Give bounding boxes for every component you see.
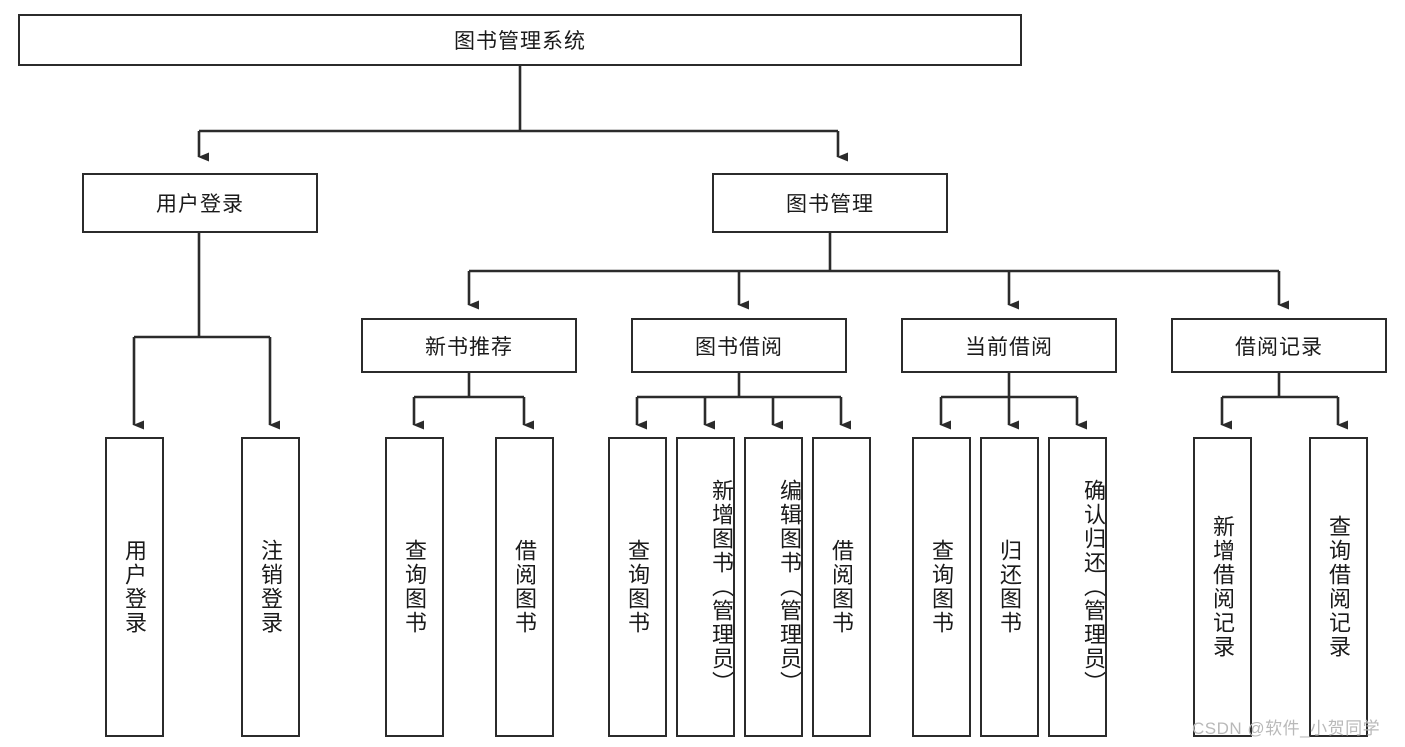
node-leaf-borrow-book-1[interactable]: 借阅图书 — [495, 437, 554, 737]
node-label: 借阅图书 — [829, 539, 855, 635]
node-label: 确认归还（管理员） — [1081, 479, 1106, 695]
node-label: 借阅图书 — [512, 539, 538, 635]
node-label: 注销登录 — [258, 539, 284, 635]
node-borrow-record[interactable]: 借阅记录 — [1171, 318, 1387, 373]
node-label: 查询图书 — [402, 539, 428, 635]
node-leaf-query-book-3[interactable]: 查询图书 — [912, 437, 971, 737]
node-label: 用户登录 — [156, 193, 244, 216]
csdn-watermark: CSDN @软件_小贺同学 — [1192, 719, 1381, 738]
node-label: 查询图书 — [929, 539, 955, 635]
node-label: 编辑图书（管理员） — [777, 479, 802, 695]
node-label: 图书管理 — [786, 193, 874, 216]
node-leaf-add-book[interactable]: 新增图书（管理员） — [676, 437, 735, 737]
node-label: 用户登录 — [122, 539, 148, 635]
node-leaf-edit-book[interactable]: 编辑图书（管理员） — [744, 437, 803, 737]
node-leaf-borrow-book-2[interactable]: 借阅图书 — [812, 437, 871, 737]
node-leaf-query-book-2[interactable]: 查询图书 — [608, 437, 667, 737]
node-leaf-query-book-1[interactable]: 查询图书 — [385, 437, 444, 737]
node-user-login[interactable]: 用户登录 — [82, 173, 318, 233]
node-label: 归还图书 — [997, 539, 1023, 635]
node-label: 借阅记录 — [1235, 335, 1323, 359]
node-leaf-logout-login[interactable]: 注销登录 — [241, 437, 300, 737]
node-leaf-return-book[interactable]: 归还图书 — [980, 437, 1039, 737]
node-label: 图书借阅 — [695, 335, 783, 359]
node-leaf-query-record[interactable]: 查询借阅记录 — [1309, 437, 1368, 737]
node-current-borrow[interactable]: 当前借阅 — [901, 318, 1117, 373]
node-label: 查询借阅记录 — [1326, 515, 1352, 659]
node-label: 查询图书 — [625, 539, 651, 635]
node-book-management[interactable]: 图书管理 — [712, 173, 948, 233]
node-book-borrow[interactable]: 图书借阅 — [631, 318, 847, 373]
node-leaf-confirm-return[interactable]: 确认归还（管理员） — [1048, 437, 1107, 737]
node-label: 新书推荐 — [425, 335, 513, 359]
node-label: 当前借阅 — [965, 335, 1053, 359]
node-label: 新增图书（管理员） — [709, 479, 734, 695]
node-label: 新增借阅记录 — [1210, 515, 1236, 659]
node-leaf-add-record[interactable]: 新增借阅记录 — [1193, 437, 1252, 737]
node-leaf-user-login[interactable]: 用户登录 — [105, 437, 164, 737]
node-new-book-recommend[interactable]: 新书推荐 — [361, 318, 577, 373]
node-book-management-system[interactable]: 图书管理系统 — [18, 14, 1022, 66]
node-label: 图书管理系统 — [454, 30, 586, 53]
